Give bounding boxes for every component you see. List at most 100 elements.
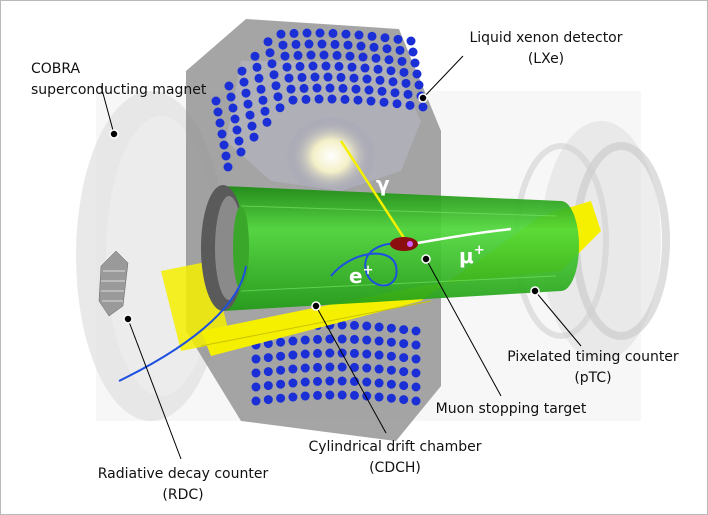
pmt-dot — [393, 34, 403, 44]
pmt-dot — [386, 351, 396, 361]
pmt-dot — [337, 334, 347, 344]
pmt-dot — [254, 73, 264, 83]
pmt-dot — [251, 368, 261, 378]
pmt-dot — [411, 326, 421, 336]
pmt-dot — [236, 147, 246, 157]
pmt-dot — [284, 73, 294, 83]
pmt-dot — [399, 381, 409, 391]
pmt-dot — [379, 97, 389, 107]
pmt-dot — [251, 396, 261, 406]
pmt-dot — [386, 365, 396, 375]
pmt-dot — [411, 382, 421, 392]
pmt-dot — [360, 63, 370, 73]
pmt-dot — [362, 335, 372, 345]
pmt-dot — [263, 381, 273, 391]
lxe-detector — [186, 19, 441, 441]
pmt-dot — [332, 50, 342, 60]
pmt-dot — [230, 114, 240, 124]
pmt-dot — [364, 85, 374, 95]
pmt-dot — [349, 320, 359, 330]
pmt-dot — [337, 362, 347, 372]
cdch-chamber — [201, 185, 579, 311]
pmt-dot — [243, 99, 253, 109]
pmt-dot — [217, 129, 227, 139]
pmt-dot — [340, 94, 350, 104]
pmt-dot — [366, 96, 376, 106]
pmt-dot — [411, 368, 421, 378]
pmt-dot — [249, 132, 259, 142]
pmt-dot — [213, 107, 223, 117]
pmt-dot — [226, 92, 236, 102]
pmt-dot — [228, 103, 238, 113]
pmt-dot — [275, 103, 285, 113]
pmt-dot — [250, 51, 260, 61]
pmt-dot — [374, 322, 384, 332]
pmt-dot — [408, 47, 418, 57]
pmt-dot — [267, 59, 277, 69]
pmt-dot — [252, 62, 262, 72]
pmt-dot — [392, 99, 402, 109]
pmt-dot — [362, 74, 372, 84]
pmt-dot — [258, 95, 268, 105]
pmt-dot — [271, 81, 281, 91]
pmt-dot — [384, 55, 394, 65]
pmt-dot — [300, 391, 310, 401]
pmt-dot — [325, 362, 335, 372]
pmt-dot — [405, 100, 415, 110]
pmt-dot — [289, 28, 299, 38]
pmt-dot — [323, 72, 333, 82]
cdch-label-sub: (CDCH) — [369, 460, 421, 476]
pmt-dot — [263, 353, 273, 363]
pmt-dot — [380, 33, 390, 43]
pmt-dot — [288, 95, 298, 105]
pmt-dot — [356, 41, 366, 51]
pmt-dot — [374, 392, 384, 402]
pmt-dot — [399, 67, 409, 77]
pmt-dot — [330, 39, 340, 49]
pmt-dot — [395, 45, 405, 55]
pmt-dot — [399, 367, 409, 377]
cdch-label: Cylindrical drift chamber — [308, 439, 481, 455]
positron-symbol: e+ — [349, 263, 373, 288]
pmt-dot — [251, 354, 261, 364]
pmt-dot — [276, 29, 286, 39]
pmt-dot — [349, 362, 359, 372]
pmt-dot — [256, 84, 266, 94]
pmt-dot — [232, 125, 242, 135]
pmt-dot — [386, 379, 396, 389]
pmt-dot — [410, 58, 420, 68]
pmt-dot — [301, 94, 311, 104]
muon-target — [390, 237, 418, 251]
gamma-track — [339, 140, 408, 242]
pmt-dot — [295, 61, 305, 71]
pmt-dot — [302, 28, 312, 38]
pmt-dot — [313, 348, 323, 358]
pmt-dot — [414, 80, 424, 90]
gamma-symbol: γ — [376, 172, 390, 196]
pmt-dot — [278, 40, 288, 50]
pmt-dot — [263, 37, 273, 47]
pmt-dot — [300, 377, 310, 387]
pmt-dot — [215, 118, 225, 128]
pmt-dot — [375, 75, 385, 85]
pmt-dot — [373, 64, 383, 74]
pmt-dot — [374, 350, 384, 360]
pmt-dot — [280, 51, 290, 61]
pmt-dot — [293, 50, 303, 60]
lxe-label-sub: (LXe) — [528, 51, 564, 67]
pmt-dot — [262, 117, 272, 127]
pmt-dot — [325, 83, 335, 93]
rdc-label: Radiative decay counter — [98, 466, 269, 482]
pmt-dot — [369, 42, 379, 52]
pmt-dot — [321, 61, 331, 71]
pmt-dot — [334, 61, 344, 71]
muon-symbol: μ+ — [459, 243, 485, 268]
pmt-dot — [325, 348, 335, 358]
pmt-dot — [325, 390, 335, 400]
pmt-dot — [358, 52, 368, 62]
pmt-dot — [362, 377, 372, 387]
pmt-dot — [411, 340, 421, 350]
pmt-dot — [297, 72, 307, 82]
pmt-dot — [286, 84, 296, 94]
